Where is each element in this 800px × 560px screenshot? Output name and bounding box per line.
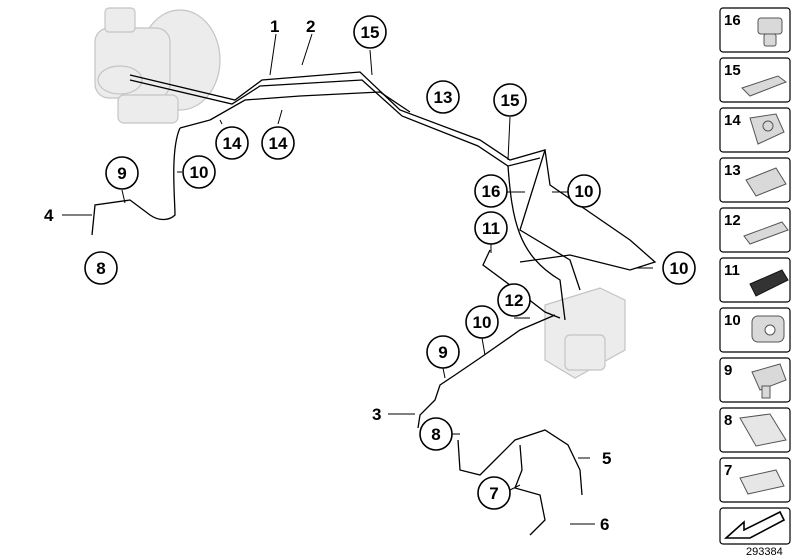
legend-box-8: 8 (719, 407, 791, 453)
clip-8-icon (739, 413, 787, 447)
arrow-icon (723, 510, 786, 539)
clip-7-icon (739, 469, 785, 495)
clip-13-icon (745, 167, 787, 197)
clip-16-icon (757, 17, 783, 47)
callout-label-1: 1 (270, 17, 279, 36)
callout-15-upper: 15 (361, 23, 380, 42)
legend-number-8: 8 (724, 412, 732, 429)
legend-box-12: 12 (719, 207, 791, 253)
callout-13: 13 (434, 88, 453, 107)
callout-9-lower: 9 (438, 343, 447, 362)
callout-12: 12 (505, 291, 524, 310)
circled-callouts (84, 15, 696, 510)
callout-8-lower: 8 (431, 425, 440, 444)
parts-legend: 16 15 14 13 12 (719, 7, 791, 545)
legend-box-11: 11 (719, 257, 791, 303)
holder-15-icon (741, 75, 788, 97)
legend-number-14: 14 (724, 112, 741, 129)
callout-15-lower: 15 (501, 91, 520, 110)
clip-10-icon (751, 315, 785, 343)
brake-booster (94, 7, 221, 124)
callout-label-3: 3 (372, 405, 381, 424)
callout-label-2: 2 (306, 17, 315, 36)
legend-box-14: 14 (719, 107, 791, 153)
legend-number-10: 10 (724, 312, 741, 329)
legend-number-13: 13 (724, 162, 741, 179)
legend-box-arrow (719, 507, 791, 545)
holder-11-icon (749, 269, 789, 297)
legend-number-11: 11 (724, 262, 740, 279)
legend-box-9: 9 (719, 357, 791, 403)
legend-number-12: 12 (724, 212, 741, 229)
abs-unit (544, 287, 626, 379)
legend-box-13: 13 (719, 157, 791, 203)
legend-number-9: 9 (724, 362, 732, 379)
callout-label-4: 4 (44, 206, 54, 225)
legend-number-16: 16 (724, 12, 741, 29)
callout-14-right: 14 (269, 134, 288, 153)
clip-14-icon (749, 113, 785, 145)
legend-box-10: 10 (719, 307, 791, 353)
reference-number: 293384 (746, 546, 783, 558)
callout-10-lower: 10 (473, 313, 492, 332)
circled-callout-labels: 15 13 15 14 14 9 10 8 16 10 11 10 12 10 … (96, 23, 688, 503)
clip-9-icon (751, 363, 787, 399)
callout-16: 16 (482, 182, 501, 201)
callout-label-6: 6 (600, 515, 609, 534)
legend-number-15: 15 (724, 62, 741, 79)
legend-box-7: 7 (719, 457, 791, 503)
callout-10-left: 10 (190, 163, 209, 182)
callout-11: 11 (482, 219, 500, 238)
callout-7: 7 (489, 484, 498, 503)
plain-callouts: 1 2 4 3 5 6 (44, 17, 611, 534)
callout-label-5: 5 (602, 449, 611, 468)
holder-12-icon (743, 221, 789, 245)
callout-leaders (62, 33, 653, 525)
legend-box-15: 15 (719, 57, 791, 103)
callout-10-right: 10 (670, 259, 689, 278)
legend-box-16: 16 (719, 7, 791, 53)
callout-14-left: 14 (223, 134, 242, 153)
callout-8-upper: 8 (96, 259, 105, 278)
callout-10-mid: 10 (575, 182, 594, 201)
callout-9-upper: 9 (117, 164, 126, 183)
legend-number-7: 7 (724, 462, 732, 479)
